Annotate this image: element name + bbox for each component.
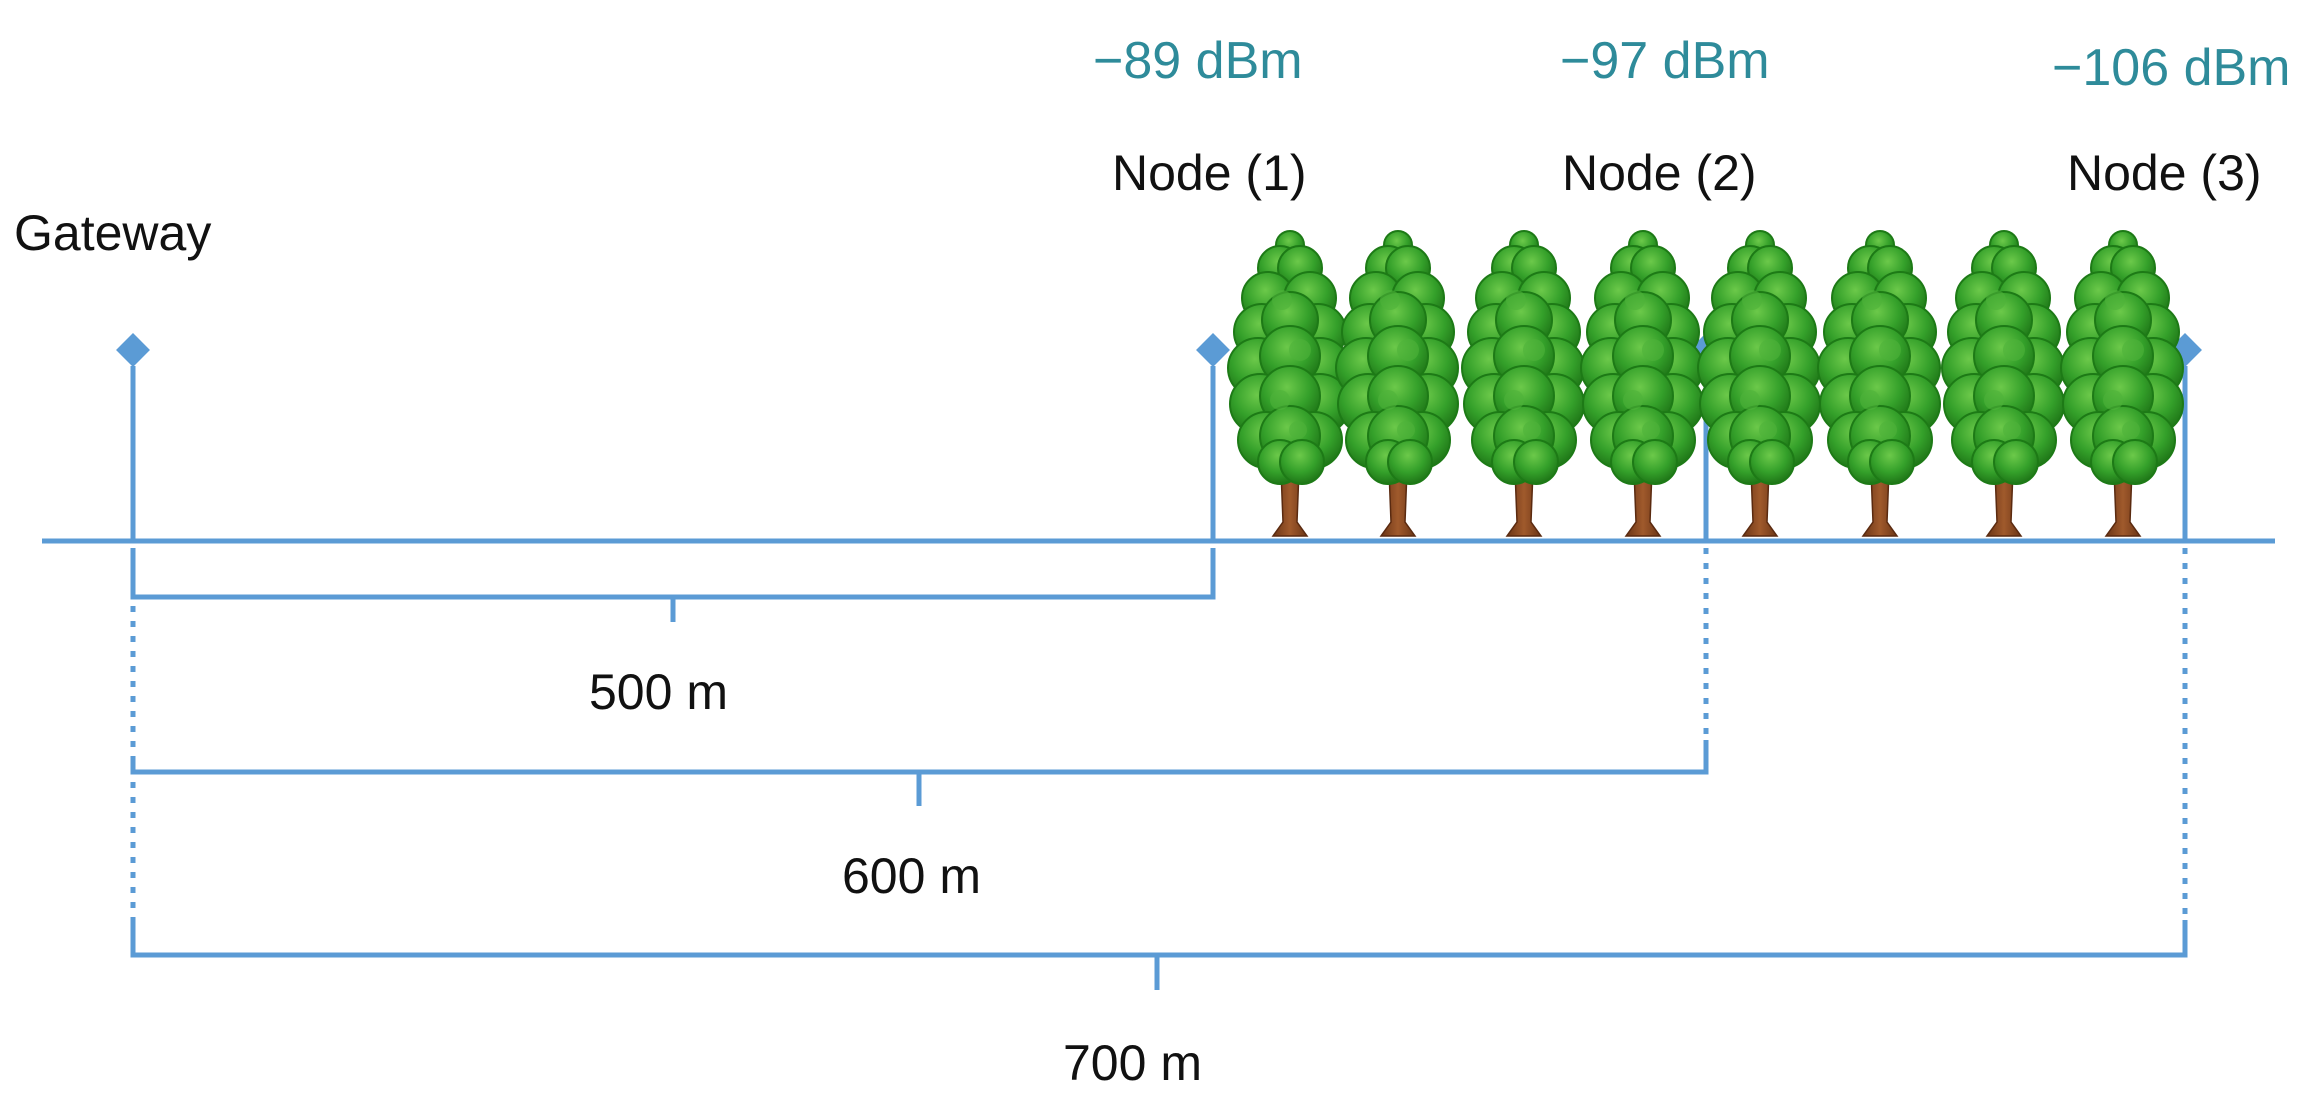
node-1-signal: −89 dBm: [1093, 32, 1303, 90]
tree-icon: [1461, 230, 1585, 537]
distance-bracket-600: [130, 548, 1709, 806]
gateway-label: Gateway: [14, 205, 211, 261]
distance-label-600: 600 m: [842, 848, 981, 904]
tree-icon: [1697, 230, 1821, 537]
distance-label-700: 700 m: [1063, 1035, 1202, 1091]
tree-icon: [1941, 230, 2065, 537]
node-2-label: Node (2): [1562, 145, 1757, 201]
node-antenna-1: [1196, 333, 1230, 541]
forest: [1227, 230, 2184, 537]
antenna-marker-icon: [116, 333, 150, 367]
tree-icon: [2060, 230, 2184, 537]
node-3-label: Node (3): [2067, 145, 2262, 201]
gateway-antenna: [116, 333, 150, 541]
node-1-label: Node (1): [1112, 145, 1307, 201]
node-2-signal: −97 dBm: [1560, 32, 1770, 90]
tree-icon: [1817, 230, 1941, 537]
tree-icon: [1227, 230, 1351, 537]
distance-label-500: 500 m: [589, 664, 728, 720]
antenna-marker-icon: [1196, 333, 1230, 367]
node-3-signal: −106 dBm: [2052, 39, 2291, 97]
tree-icon: [1335, 230, 1459, 537]
tree-icon: [1580, 230, 1704, 537]
distance-bracket-500: [130, 548, 1216, 622]
distance-bracket-700: [130, 548, 2188, 990]
